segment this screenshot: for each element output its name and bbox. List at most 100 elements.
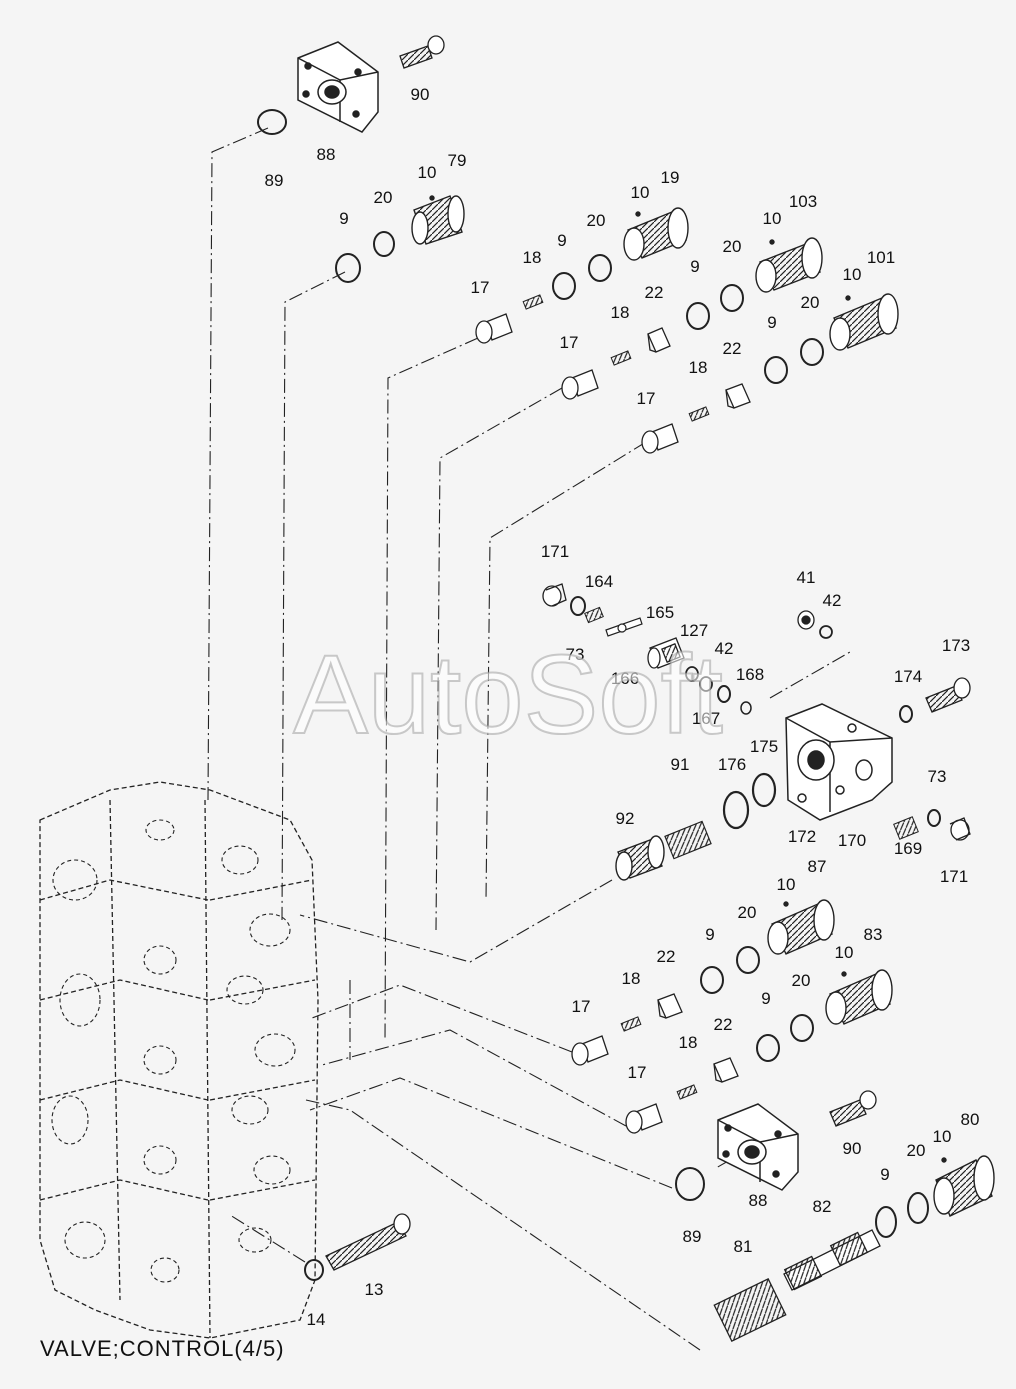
o-ring-42-a (717, 685, 731, 703)
o-ring-175 (751, 772, 777, 808)
part-label-171: 171 (541, 542, 569, 561)
part-label-176: 176 (718, 755, 746, 774)
part-label-18: 18 (689, 358, 708, 377)
valve-body-ports (51, 819, 296, 1283)
part-label-165: 165 (646, 603, 674, 622)
part-label-91: 91 (671, 755, 690, 774)
plug-80 (933, 1155, 995, 1217)
part-label-9: 9 (557, 231, 566, 250)
spring-91 (664, 820, 712, 860)
part-label-89: 89 (265, 171, 284, 190)
o-ring-89-top (257, 109, 287, 135)
o-ring-20-g (907, 1192, 929, 1224)
part-label-17: 17 (572, 997, 591, 1016)
part-label-164: 164 (585, 572, 613, 591)
o-ring-20-f (790, 1014, 814, 1042)
part-label-9: 9 (705, 925, 714, 944)
part-label-20: 20 (907, 1141, 926, 1160)
part-label-103: 103 (789, 192, 817, 211)
spring-18-a (522, 294, 544, 310)
part-label-10: 10 (418, 163, 437, 182)
part-label-9: 9 (690, 257, 699, 276)
part-label-18: 18 (523, 248, 542, 267)
flange-88-top (297, 41, 379, 133)
part-label-14: 14 (307, 1310, 326, 1329)
bolt-90-bottom (829, 1090, 877, 1127)
o-ring-20-e (736, 946, 760, 974)
part-label-9: 9 (339, 209, 348, 228)
sleeve-165 (647, 637, 685, 669)
part-label-168: 168 (736, 665, 764, 684)
part-label-10: 10 (835, 943, 854, 962)
part-label-169: 169 (894, 839, 922, 858)
part-labels: 90 88 89 10 79 20 9 10 19 20 9 18 17 10 103 20 9 22 18 17 10… (265, 85, 980, 1329)
poppet-17-c (641, 423, 679, 454)
part-label-79: 79 (448, 151, 467, 170)
part-label-17: 17 (637, 389, 656, 408)
part-label-9: 9 (761, 989, 770, 1008)
o-ring-20-c (720, 284, 744, 312)
o-ring-20-d (800, 338, 824, 366)
spring-81 (713, 1278, 787, 1342)
part-label-170: 170 (838, 831, 866, 850)
part-label-20: 20 (587, 211, 606, 230)
poppet-17-e (625, 1103, 663, 1134)
part-label-90: 90 (411, 85, 430, 104)
o-ring-9-g (875, 1206, 897, 1238)
plug-41 (797, 610, 815, 630)
part-label-18: 18 (679, 1033, 698, 1052)
o-ring-127 (685, 666, 699, 682)
part-label-22: 22 (723, 339, 742, 358)
o-ring-73-a (570, 596, 586, 616)
part-label-17: 17 (628, 1063, 647, 1082)
part-label-89: 89 (683, 1227, 702, 1246)
part-label-88: 88 (749, 1191, 768, 1210)
o-ring-9-a (335, 253, 361, 283)
part-label-20: 20 (723, 237, 742, 256)
part-label-167: 167 (692, 709, 720, 728)
part-label-92: 92 (616, 809, 635, 828)
part-label-9: 9 (880, 1165, 889, 1184)
part-label-10: 10 (933, 1127, 952, 1146)
part-label-73: 73 (928, 767, 947, 786)
o-ring-9-b (552, 272, 576, 300)
part-label-9: 9 (767, 313, 776, 332)
part-label-20: 20 (801, 293, 820, 312)
part-label-22: 22 (714, 1015, 733, 1034)
poppet-17-a (475, 313, 513, 344)
part-label-175: 175 (750, 737, 778, 756)
plug-83 (825, 969, 893, 1025)
o-ring-172 (797, 793, 807, 803)
o-ring-20-a (373, 231, 395, 257)
plug-22-a (647, 327, 671, 353)
o-ring-89-bottom (675, 1167, 705, 1201)
part-label-166: 166 (611, 669, 639, 688)
spring-18-e (676, 1084, 698, 1100)
o-ring-9-c (686, 302, 710, 330)
part-label-80: 80 (961, 1110, 980, 1129)
o-ring-73-b (927, 809, 941, 827)
o-ring-168 (740, 701, 752, 715)
plug-101 (829, 293, 899, 351)
part-label-10: 10 (843, 265, 862, 284)
block-170 (785, 703, 893, 821)
plug-22-b (725, 383, 751, 409)
part-label-22: 22 (657, 947, 676, 966)
part-label-17: 17 (560, 333, 579, 352)
part-label-42: 42 (715, 639, 734, 658)
part-label-73: 73 (566, 645, 585, 664)
part-label-19: 19 (661, 168, 680, 187)
plug-171-top (542, 583, 567, 607)
bolt-90-top (399, 35, 445, 69)
part-label-41: 41 (797, 568, 816, 587)
spring-169 (893, 816, 919, 840)
spring-18-c (688, 406, 710, 422)
part-label-42: 42 (823, 591, 842, 610)
bolt-13 (325, 1213, 411, 1271)
o-ring-42-b (819, 625, 833, 639)
o-ring-167 (699, 676, 713, 692)
part-label-20: 20 (792, 971, 811, 990)
part-label-18: 18 (622, 969, 641, 988)
spring-18-d (620, 1016, 642, 1032)
